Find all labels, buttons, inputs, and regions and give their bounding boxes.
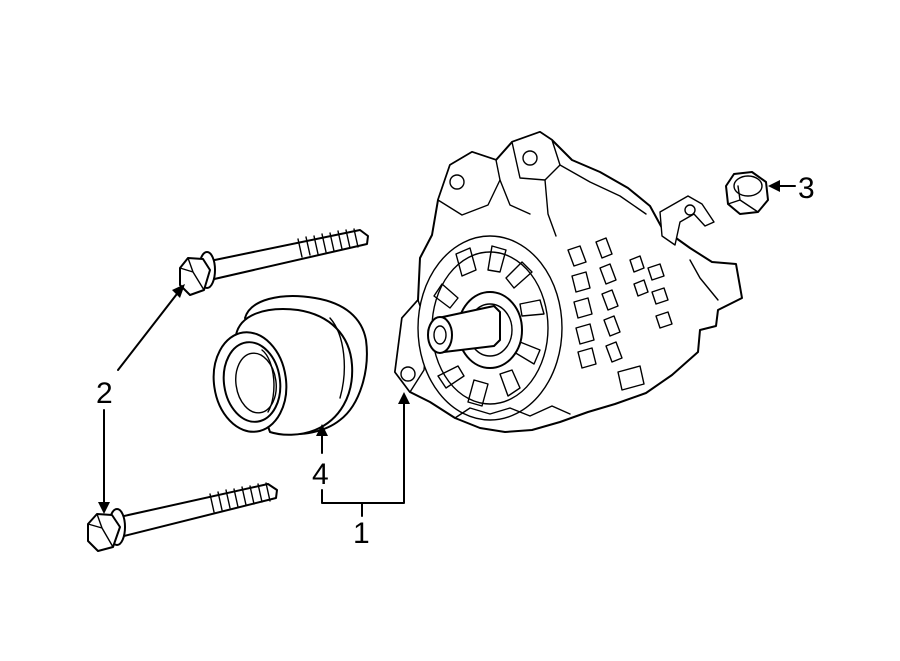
upper-bolt-icon (179, 228, 369, 296)
alternator-icon (394, 131, 743, 433)
leader-lines (98, 180, 796, 517)
nut-icon (725, 171, 769, 215)
callout-3-label: 3 (798, 172, 815, 205)
lower-bolt-icon (87, 482, 278, 552)
callout-2-label: 2 (96, 377, 113, 410)
callout-1-label: 1 (353, 517, 370, 550)
pulley-icon (212, 295, 368, 436)
callout-4-label: 4 (312, 458, 329, 491)
